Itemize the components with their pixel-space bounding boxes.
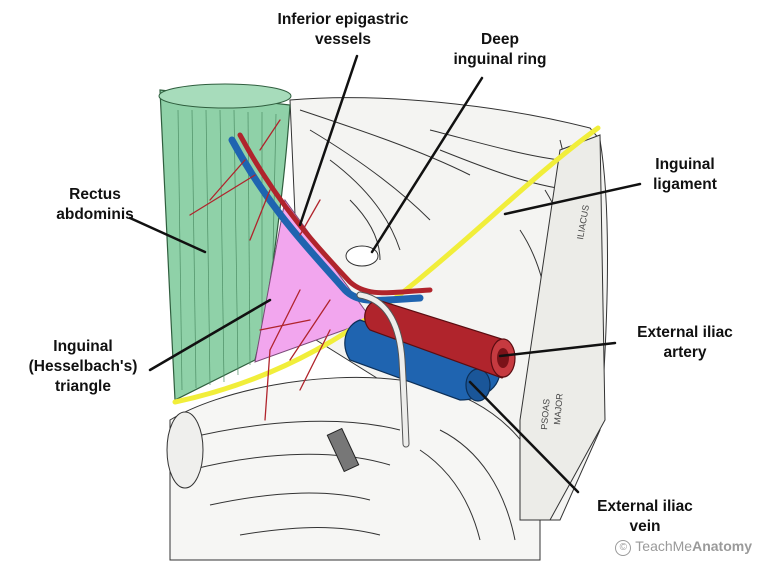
leader-epigastric xyxy=(298,54,359,227)
label-hesselbach-triangle: Inguinal(Hesselbach's)triangle xyxy=(28,338,138,395)
leader-vein xyxy=(468,380,580,494)
leader-triangle xyxy=(148,298,272,372)
epigastric-vessels xyxy=(189,119,433,421)
abdominal-wall-illustration xyxy=(166,97,608,561)
watermark-brand-regular: TeachMe xyxy=(635,538,693,554)
watermark: ©TeachMeAnatomy xyxy=(615,538,752,556)
leader-artery xyxy=(498,341,617,358)
deep-ring-opening xyxy=(345,245,379,267)
copyright-icon: © xyxy=(615,540,632,556)
major-text: MAJOR xyxy=(552,392,565,425)
vas-deferens-fill xyxy=(357,292,409,447)
external-iliac-artery-shape xyxy=(364,299,516,379)
watermark-brand-bold: Anatomy xyxy=(692,538,752,554)
rectus-top xyxy=(158,83,292,109)
cord-stump-shape xyxy=(326,427,360,473)
leader-ligament xyxy=(503,182,642,216)
leader-rectus xyxy=(128,216,207,254)
external-iliac-vein-shape xyxy=(344,319,501,402)
leader-deep-ring xyxy=(370,76,484,254)
inguinal-ligament-line xyxy=(172,125,601,405)
psoas-text: PSOAS xyxy=(539,398,552,430)
leader-lines xyxy=(128,54,642,494)
